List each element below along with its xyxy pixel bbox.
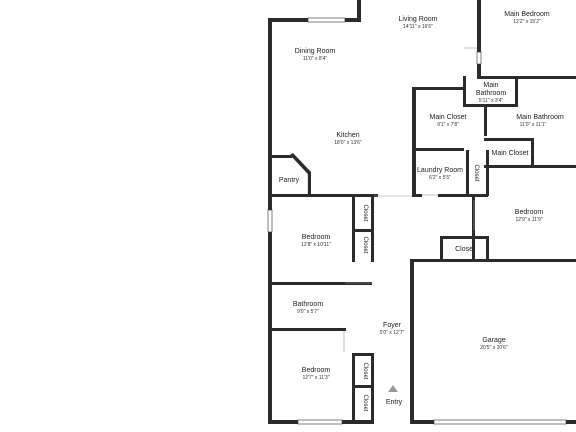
closet-w2-label: Closet [362, 236, 368, 253]
main-bathroom-dims: 11'0" x 11'1" [520, 122, 547, 128]
bathroom-label: Bathroom [293, 301, 324, 308]
closet-laundry-label: Closet [473, 164, 479, 181]
dining-room-dims: 11'0" x 8'4" [303, 56, 327, 62]
laundry-room-label: Laundry Room [417, 167, 463, 174]
pantry-top-wall [272, 155, 292, 158]
main-bathroom-small-label-1: Main [483, 82, 498, 89]
entry-arrow-icon [388, 385, 398, 392]
windows [267, 17, 567, 425]
main-bedroom-label: Main Bedroom [504, 11, 550, 18]
main-closet-large-dims: 9'1" x 7'8" [437, 122, 459, 128]
entry-label: Entry [386, 399, 403, 406]
closet-east-label: Closet [455, 246, 475, 253]
dining-room-label: Dining Room [295, 48, 336, 55]
kitchen-label: Kitchen [336, 132, 359, 139]
bedroom-east-dims: 12'9" x 11'9" [515, 217, 542, 223]
bedroom-east-label: Bedroom [515, 209, 544, 216]
garage-label: Garage [482, 337, 505, 344]
kitchen-dims: 18'0" x 13'6" [334, 140, 362, 146]
pantry-label: Pantry [279, 177, 300, 184]
closet-w4-label: Closet [362, 394, 368, 411]
closet-w1-label: Closet [362, 204, 368, 221]
bedroom-west-top-dims: 12'8" x 10'11" [301, 242, 331, 248]
main-bathroom-small-label-2: Bathroom [476, 90, 507, 97]
living-room-dims: 14'11" x 16'6" [403, 24, 433, 30]
main-closet-small-label: Main Closet [492, 150, 529, 157]
bedroom-west-bottom-label: Bedroom [302, 367, 331, 374]
main-closet-large-label: Main Closet [430, 114, 467, 121]
laundry-room-dims: 6'2" x 5'5" [429, 175, 451, 181]
main-bathroom-label: Main Bathroom [516, 114, 564, 121]
closet-w3-label: Closet [362, 362, 368, 379]
garage-dims: 20'5" x 20'6" [480, 345, 508, 351]
main-bathroom-small-dims: 5'11" x 3'4" [479, 98, 503, 104]
bedroom-west-bottom-dims: 12'7" x 11'3" [302, 375, 329, 381]
foyer-dims: 5'0" x 12'7" [380, 330, 405, 336]
room-labels: Living Room 14'11" x 16'6" Main Bedroom … [279, 11, 564, 412]
main-bedroom-dims: 12'2" x 15'2" [513, 19, 541, 25]
bathroom-dims: 9'0" x 5'7" [297, 309, 319, 315]
living-room-label: Living Room [399, 16, 438, 23]
pantry-wall [290, 153, 311, 194]
foyer-label: Foyer [383, 322, 402, 329]
bedroom-west-top-label: Bedroom [302, 234, 331, 241]
